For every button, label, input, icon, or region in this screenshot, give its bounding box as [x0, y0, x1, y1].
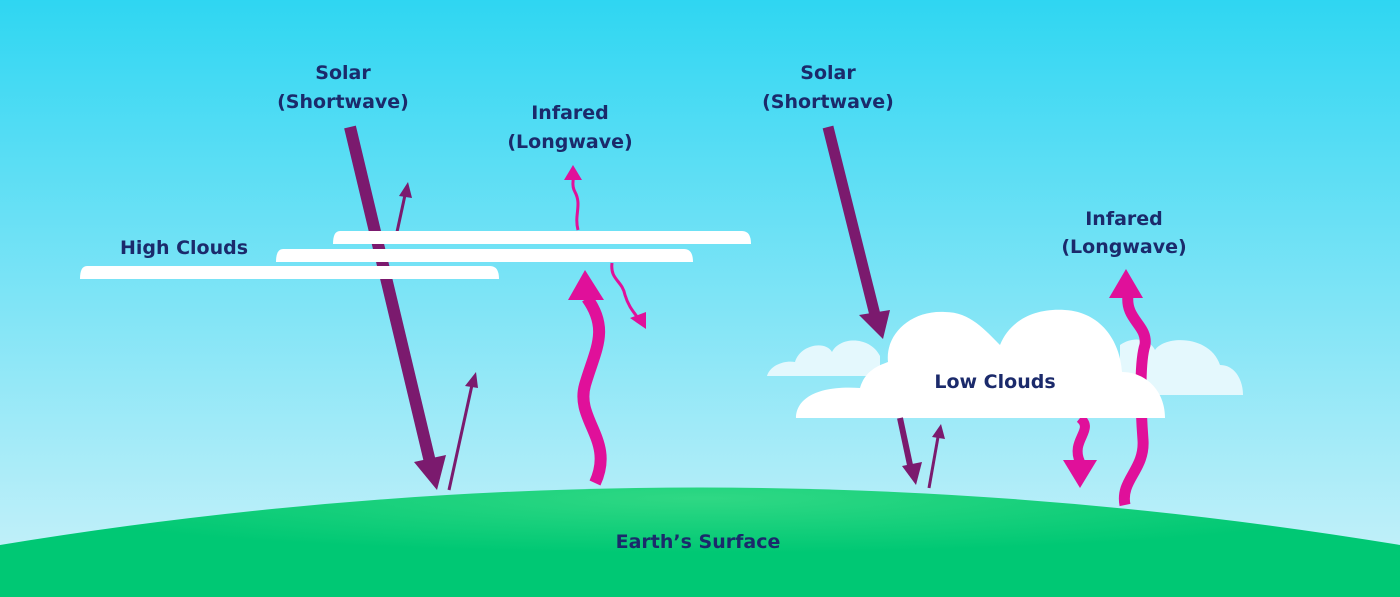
longwave-label-right: (Longwave) [1061, 236, 1186, 258]
shortwave-label-left: (Shortwave) [277, 91, 409, 113]
solar-label-right: Solar [800, 62, 856, 84]
solar-arrow-left [344, 125, 446, 490]
reflected-arrows-low-cloud [897, 417, 945, 489]
infrared-arrow-right-down [1063, 414, 1097, 488]
infrared-label-right: Infared [1085, 208, 1163, 230]
infrared-arrow-big-left [568, 270, 607, 486]
infrared-arrow-reemitted [610, 262, 646, 329]
infrared-label-left: Infared [531, 102, 609, 124]
solar-label-left: Solar [315, 62, 371, 84]
solar-arrow-right [822, 125, 890, 339]
earth-surface [0, 487, 1400, 597]
high-clouds-label: High Clouds [120, 237, 248, 259]
earth-surface-label: Earth’s Surface [616, 531, 781, 553]
longwave-label-left: (Longwave) [507, 131, 632, 153]
infrared-arrow-escape [564, 165, 582, 231]
high-clouds [80, 231, 751, 279]
low-clouds-label: Low Clouds [934, 371, 1055, 393]
low-cloud-main [796, 309, 1165, 418]
low-cloud-back [767, 339, 1243, 395]
reflected-arrow-surface-left [447, 372, 478, 491]
shortwave-label-right: (Shortwave) [762, 91, 894, 113]
reflected-arrow-high-cloud [395, 182, 412, 233]
